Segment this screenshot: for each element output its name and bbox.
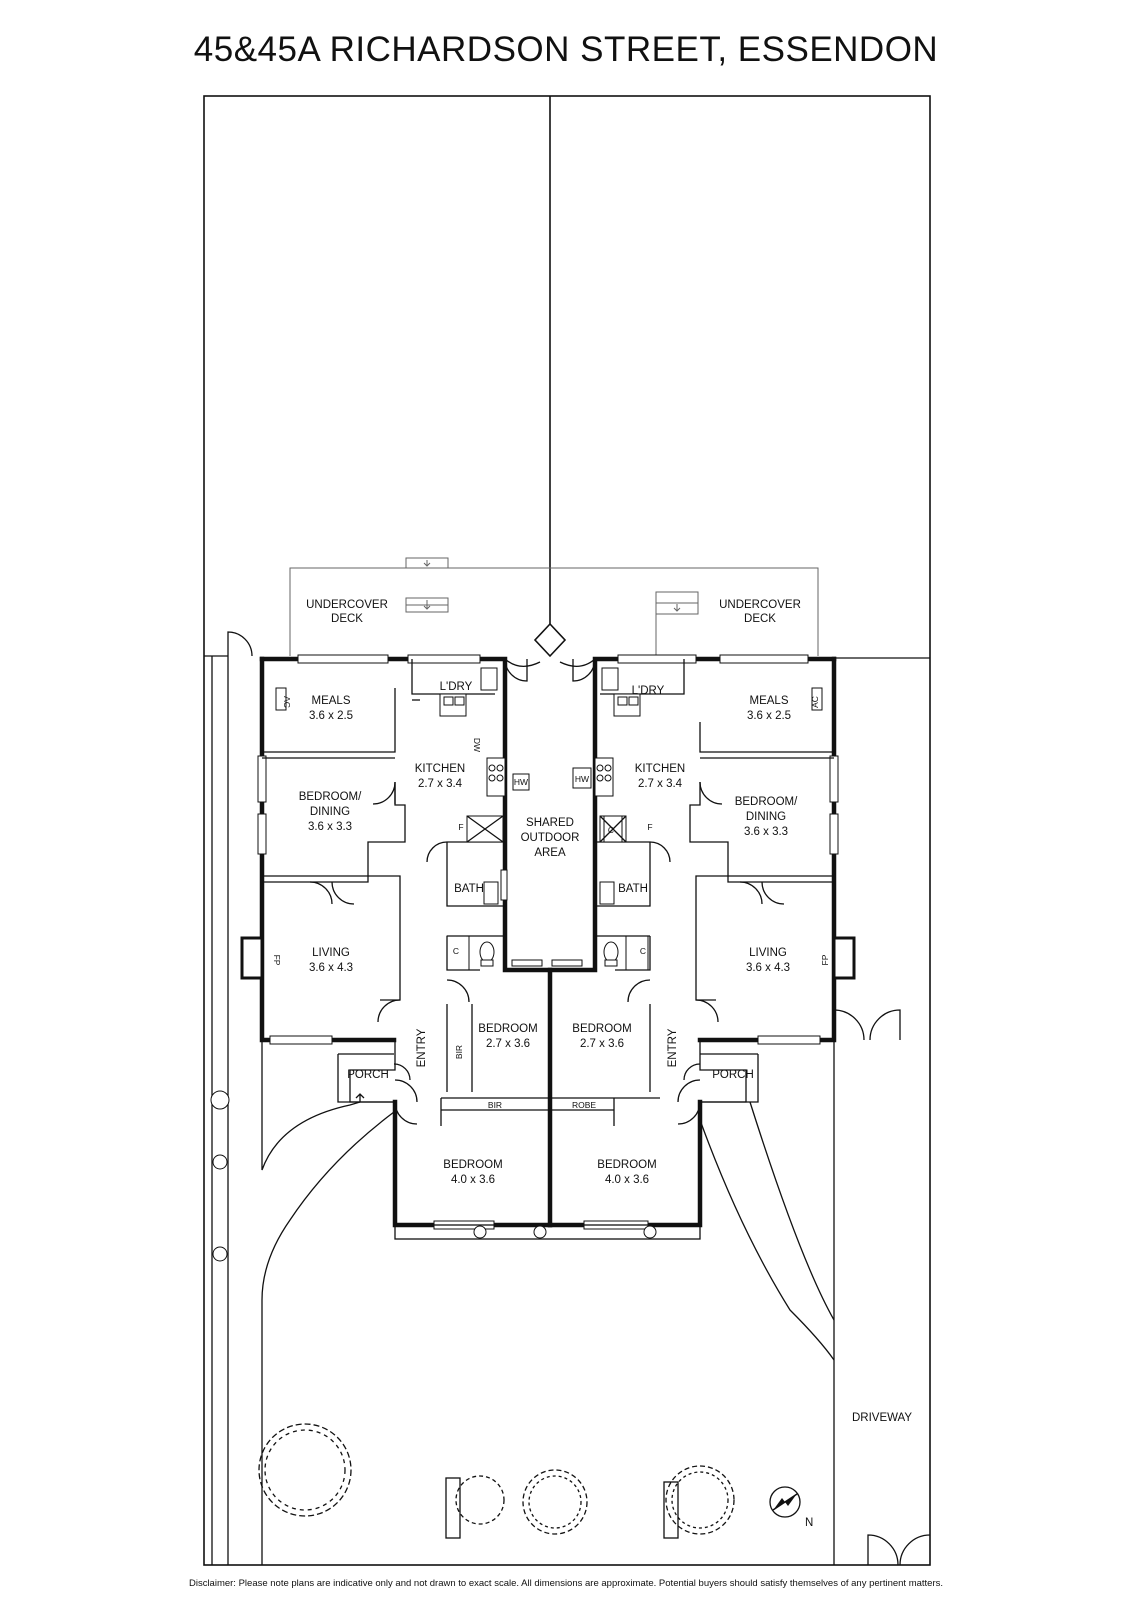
left-unit-labels: MEALS 3.6 x 2.5 L'DRY KITCHEN 2.7 x 3.4 … [272, 681, 538, 1186]
left-living-size: 3.6 x 4.3 [309, 962, 353, 974]
right-laundry-label: L'DRY [632, 685, 665, 697]
right-cupboard-label-1: C [608, 825, 614, 835]
left-bedroom-dining-name1: BEDROOM/ [299, 791, 362, 803]
right-meals-name: MEALS [750, 695, 789, 707]
interior-walls-left [262, 659, 550, 1126]
right-entry-label: ENTRY [667, 1028, 679, 1067]
left-fp-label: FP [272, 955, 282, 966]
left-living-name: LIVING [312, 947, 350, 959]
deck-label-left-1: UNDERCOVER [306, 599, 388, 611]
left-bir-horizontal: BIR [488, 1100, 502, 1110]
disclaimer: Disclaimer: Please note plans are indica… [188, 1578, 944, 1589]
left-fridge-label: F [458, 822, 463, 832]
shared-labels: SHARED OUTDOOR AREA DRIVEWAY [521, 817, 913, 1424]
left-meals-size: 3.6 x 2.5 [309, 710, 353, 722]
right-bedroom-dining-name1: BEDROOM/ [735, 796, 798, 808]
deck-label-right-1: UNDERCOVER [719, 599, 801, 611]
right-bedroom-small-name: BEDROOM [572, 1023, 631, 1035]
right-bedroom-large-name: BEDROOM [597, 1159, 656, 1171]
right-bath-label: BATH [618, 883, 648, 895]
landscape [210, 1040, 835, 1565]
right-cupboard-label-2: C [640, 946, 646, 956]
left-bedroom-small-size: 2.7 x 3.6 [486, 1038, 530, 1050]
interior-walls-right [550, 659, 834, 1126]
shared-outdoor-line3: AREA [534, 847, 566, 859]
right-living-name: LIVING [749, 947, 787, 959]
left-bedroom-small-name: BEDROOM [478, 1023, 537, 1035]
undercover-deck-right: UNDERCOVER DECK [550, 567, 819, 656]
left-ac-label: AC [282, 696, 292, 708]
shared-outdoor-line2: OUTDOOR [521, 832, 580, 844]
right-hw-label: HW [575, 774, 589, 784]
doors [309, 658, 931, 1566]
deck-label-right-2: DECK [744, 613, 776, 625]
property-boundary [203, 95, 931, 1566]
left-bedroom-large-size: 4.0 x 3.6 [451, 1174, 495, 1186]
right-porch-label: PORCH [712, 1069, 754, 1081]
right-living-size: 3.6 x 4.3 [746, 962, 790, 974]
right-bedroom-dining-name2: DINING [746, 811, 786, 823]
left-bedroom-dining-name2: DINING [310, 806, 350, 818]
right-robe-label: ROBE [572, 1100, 596, 1110]
left-kitchen-name: KITCHEN [415, 763, 465, 775]
right-kitchen-name: KITCHEN [635, 763, 685, 775]
driveway-label: DRIVEWAY [852, 1412, 912, 1424]
windows [257, 654, 839, 1230]
left-dw-label: DW [472, 738, 482, 752]
left-kitchen-size: 2.7 x 3.4 [418, 778, 463, 790]
undercover-deck-left: UNDERCOVER DECK [289, 557, 550, 656]
right-bedroom-large-size: 4.0 x 3.6 [605, 1174, 649, 1186]
right-bedroom-dining-size: 3.6 x 3.3 [744, 826, 788, 838]
deck-label-left-2: DECK [331, 613, 363, 625]
left-hw-label: HW [514, 777, 528, 787]
left-meals-name: MEALS [312, 695, 351, 707]
right-kitchen-size: 2.7 x 3.4 [638, 778, 683, 790]
left-entry-label: ENTRY [416, 1028, 428, 1067]
compass-label: N [805, 1517, 813, 1529]
compass-icon: N [769, 1486, 813, 1529]
right-bedroom-small-size: 2.7 x 3.6 [580, 1038, 624, 1050]
fixtures [275, 667, 823, 971]
right-unit-labels: MEALS 3.6 x 2.5 L'DRY KITCHEN 2.7 x 3.4 … [572, 685, 830, 1186]
left-laundry-label: L'DRY [440, 681, 473, 693]
right-fp-label: FP [820, 954, 830, 965]
shared-outdoor-line1: SHARED [526, 817, 574, 829]
left-porch-label: PORCH [347, 1069, 389, 1081]
left-bath-label: BATH [454, 883, 484, 895]
left-bir-vertical: BIR [454, 1045, 464, 1059]
right-fridge-label: F [647, 822, 652, 832]
left-bedroom-large-name: BEDROOM [443, 1159, 502, 1171]
page-title: 45&45A RICHARDSON STREET, ESSENDON [193, 30, 939, 69]
right-meals-size: 3.6 x 2.5 [747, 710, 791, 722]
left-cupboard-label: C [453, 946, 459, 956]
right-ac-label: AC [810, 696, 820, 708]
left-bedroom-dining-size: 3.6 x 3.3 [308, 821, 352, 833]
